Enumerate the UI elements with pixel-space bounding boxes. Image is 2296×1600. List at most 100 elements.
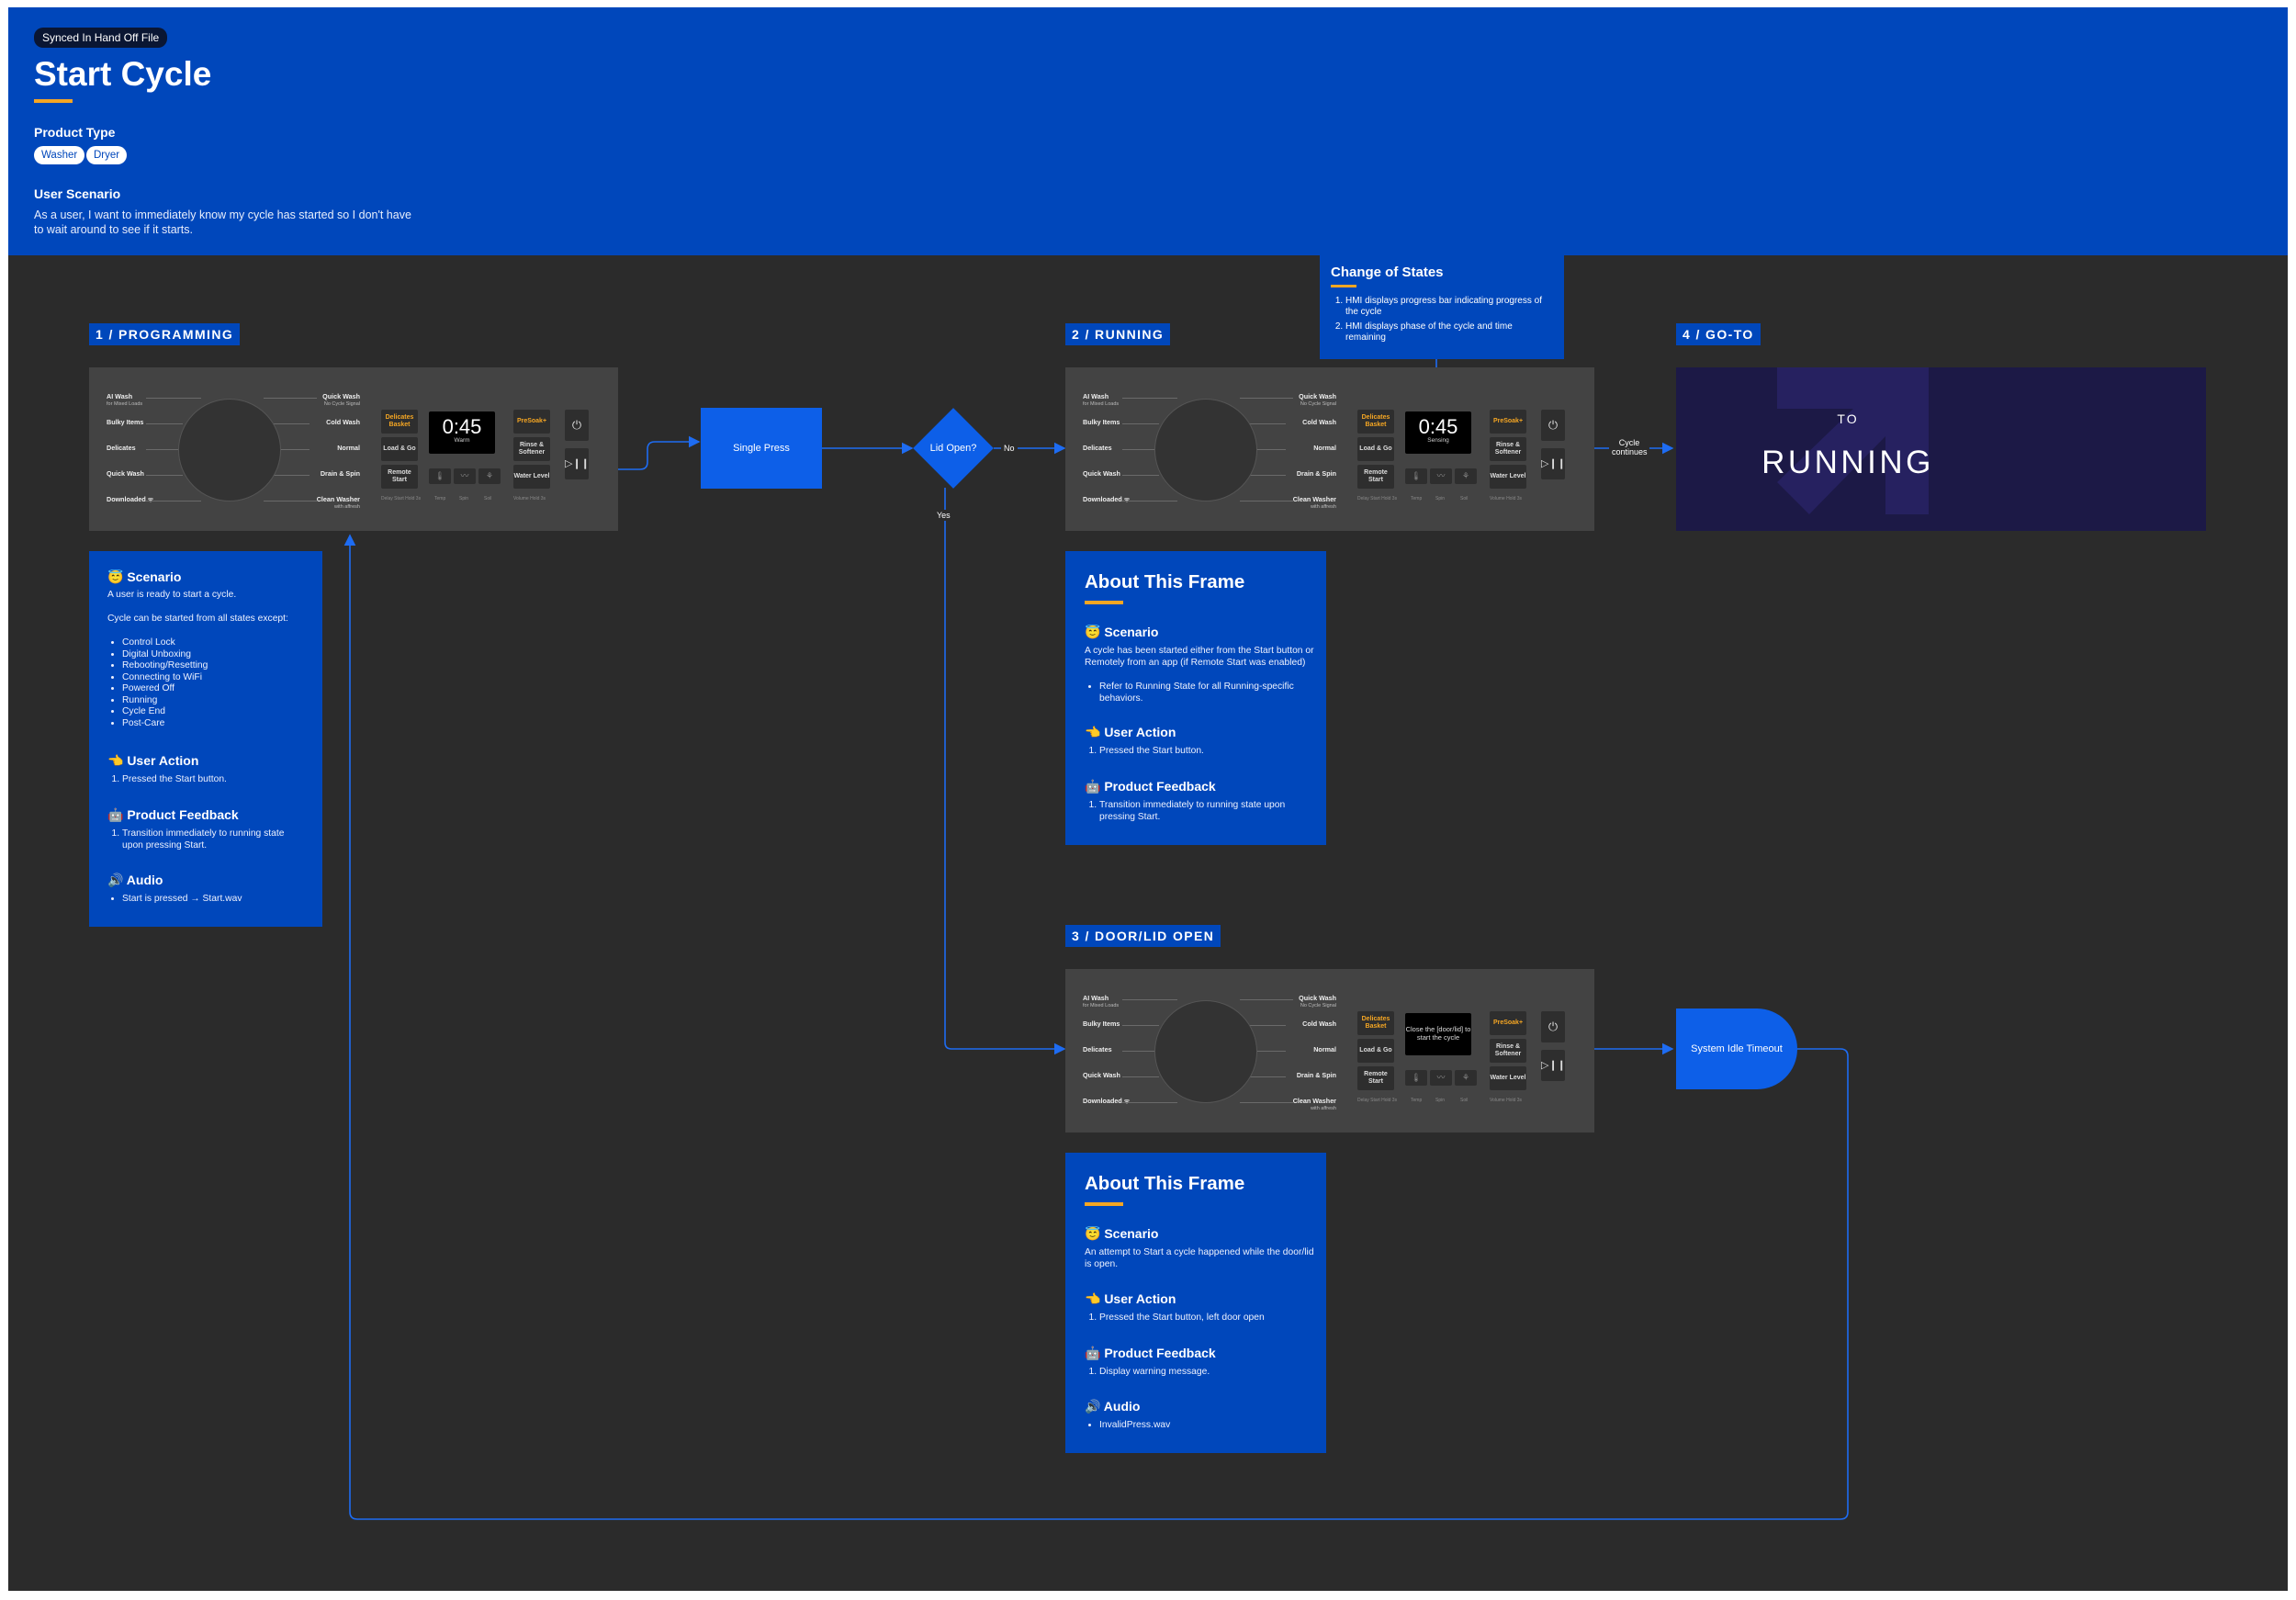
scenario-list: Refer to Running State for all Running-s… [1085,682,1296,704]
setting-button[interactable]: 〰 [1430,468,1452,484]
cycle-divider [1249,475,1286,476]
cycle-label-right[interactable]: Cold Wash [273,419,360,426]
about-accent-bar [1085,601,1123,604]
volume-caption: Volume Hold 3s [1490,496,1522,501]
control-button[interactable]: Delicates Basket [1357,410,1394,434]
product-feedback-list: Transition immediately to running state … [1085,800,1314,823]
cycle-label-right[interactable]: Drain & Spin [273,470,360,478]
control-button[interactable]: Water Level [513,465,550,489]
cycle-selector-dial[interactable] [178,399,281,501]
cycle-divider [146,398,201,399]
control-button[interactable]: PreSoak+ [1490,1011,1526,1035]
control-button[interactable]: Load & Go [1357,1039,1394,1063]
product-feedback-heading: 🤖 Product Feedback [107,807,239,823]
cycle-divider [1249,423,1286,424]
control-button[interactable]: Water Level [1490,1066,1526,1090]
control-button[interactable]: Rinse & Softener [513,437,550,461]
cycle-label-left[interactable]: Delicates [1083,1046,1165,1054]
cycle-label-right[interactable]: Normal [1249,1046,1336,1054]
cycle-label-right[interactable]: Normal [273,445,360,452]
setting-button[interactable]: ⚘ [478,468,501,484]
setting-caption: Soil [484,496,491,501]
cycle-divider [1122,1025,1159,1026]
setting-button[interactable]: 🌡 [429,468,451,484]
change-of-states-list: HMI displays progress bar indicating pro… [1333,296,1553,344]
display-screen: 0:45Warm [429,411,495,454]
cycle-label-left[interactable]: Downloaded ᯤ [1083,1098,1165,1105]
control-button[interactable]: Remote Start [1357,1066,1394,1090]
cycle-label-left[interactable]: Quick Wash [1083,1072,1165,1079]
cycle-label-left[interactable]: Bulky Items [1083,1020,1165,1028]
control-button[interactable]: Rinse & Softener [1490,1039,1526,1063]
cycle-selector-dial[interactable] [1154,399,1257,501]
cycle-divider [1249,1076,1286,1077]
power-icon[interactable]: ⏻ [565,410,589,441]
start-pause-icon[interactable]: ▷❙❙ [565,448,589,479]
cycle-label-right[interactable]: Normal [1249,445,1336,452]
cycle-label-right[interactable]: Drain & Spin [1249,470,1336,478]
about-door-frame-box: About This Frame 😇 Scenario An attempt t… [1065,1153,1326,1453]
power-icon[interactable]: ⏻ [1541,1011,1565,1042]
edge-label-no: No [1001,443,1018,454]
cycle-selector-dial[interactable] [1154,1000,1257,1103]
scenario-text: An attempt to Start a cycle happened whi… [1085,1247,1314,1270]
control-button[interactable]: Rinse & Softener [1490,437,1526,461]
control-button[interactable]: Delicates Basket [381,410,418,434]
user-action-list: Pressed the Start button. [107,774,310,786]
control-button[interactable]: PreSoak+ [513,410,550,434]
time-display: 0:45 [1405,417,1471,437]
control-button[interactable]: Water Level [1490,465,1526,489]
cycle-label-right[interactable]: Cold Wash [1249,1020,1336,1028]
cycle-label-left[interactable]: Bulky Items [107,419,189,426]
user-action-item: Pressed the Start button. [1099,746,1305,758]
cycle-divider [1122,423,1159,424]
start-pause-icon[interactable]: ▷❙❙ [1541,1050,1565,1081]
power-icon[interactable]: ⏻ [1541,410,1565,441]
cycle-label-left[interactable]: Quick Wash [107,470,189,478]
setting-button[interactable]: ⚘ [1455,1070,1477,1086]
cycle-label-left[interactable]: Downloaded ᯤ [107,496,189,503]
cycle-label-left[interactable]: Delicates [1083,445,1165,452]
product-feedback-heading: 🤖 Product Feedback [1085,1346,1216,1361]
cycle-label-left[interactable]: Bulky Items [1083,419,1165,426]
cycle-label-right[interactable]: Cold Wash [1249,419,1336,426]
control-button[interactable]: Load & Go [1357,437,1394,461]
control-button[interactable]: Remote Start [1357,465,1394,489]
lid-open-decision: Lid Open? [914,409,993,488]
control-button[interactable]: Remote Start [381,465,418,489]
setting-button[interactable]: 〰 [1430,1070,1452,1086]
edge-label-cycle-continues: Cycle continues [1609,437,1649,457]
cycle-label-left[interactable]: Downloaded ᯤ [1083,496,1165,503]
cycle-label-left[interactable]: Delicates [107,445,189,452]
cycle-divider [1240,398,1293,399]
change-accent-bar [1331,285,1356,287]
cycle-label-right[interactable]: Drain & Spin [1249,1072,1336,1079]
cycle-divider [273,475,310,476]
control-button[interactable]: PreSoak+ [1490,410,1526,434]
goto-to-label: TO [1676,411,2020,426]
volume-caption: Volume Hold 3s [513,496,546,501]
start-pause-icon[interactable]: ▷❙❙ [1541,448,1565,479]
control-button[interactable]: Delicates Basket [1357,1011,1394,1035]
setting-button[interactable]: 🌡 [1405,468,1427,484]
control-button[interactable]: Load & Go [381,437,418,461]
frame-label-running: 2 / RUNNING [1065,323,1170,345]
cycle-label-left[interactable]: Quick Wash [1083,470,1165,478]
hold-caption: Delay Start Hold 3s [1357,496,1397,501]
hold-caption: Delay Start Hold 3s [1357,1098,1397,1103]
setting-button[interactable]: ⚘ [1455,468,1477,484]
setting-button[interactable]: 〰 [454,468,476,484]
goto-running-card[interactable]: TO RUNNING [1676,367,2206,531]
scenario-text: A user is ready to start a cycle. [107,590,310,602]
product-feedback-item: Transition immediately to running state … [122,828,300,851]
setting-button[interactable]: 🌡 [1405,1070,1427,1086]
